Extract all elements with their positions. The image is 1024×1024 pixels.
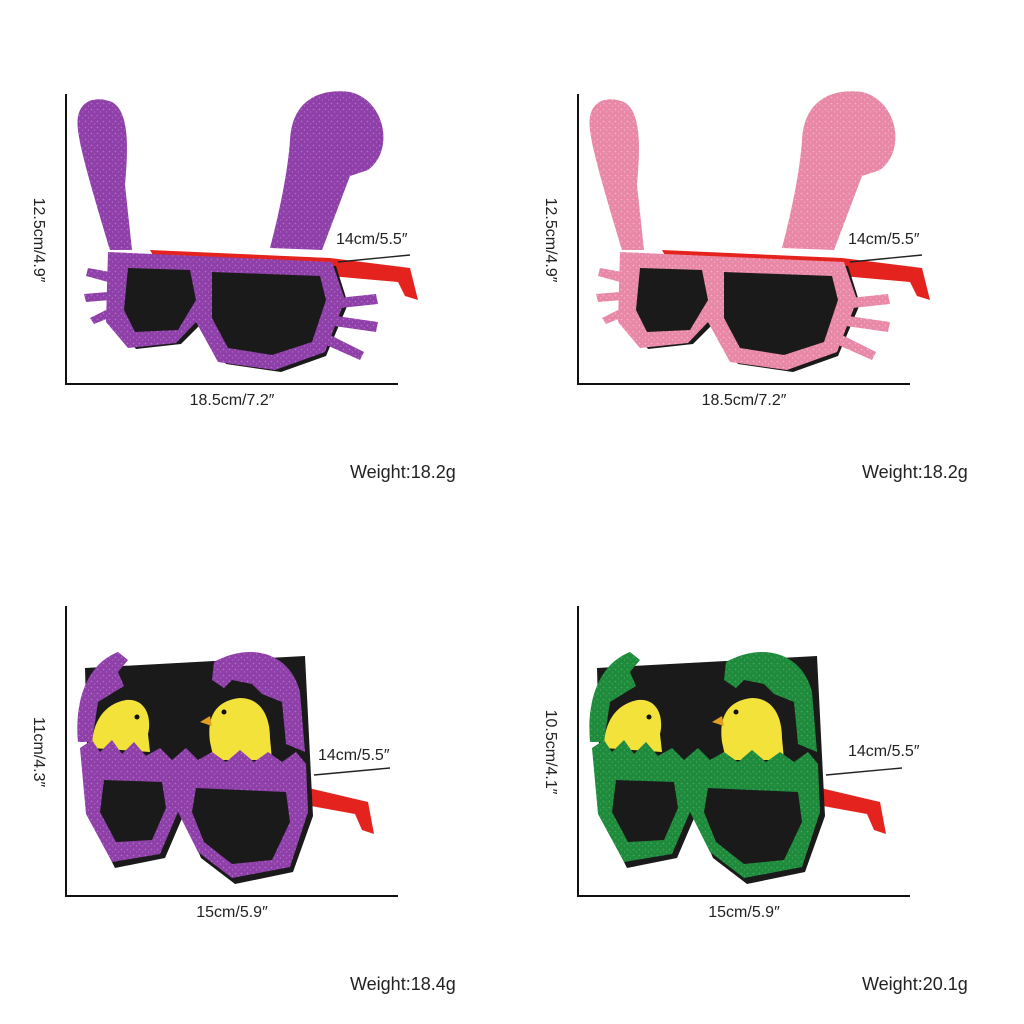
width-axis-line: [65, 383, 398, 385]
glasses-frame: [589, 91, 930, 372]
width-axis-line: [577, 383, 910, 385]
arm-length-label: 14cm/5.5″: [318, 747, 390, 764]
height-axis-line: [65, 94, 67, 385]
product-cell-2: 12.5cm/4.9″ 18.5cm/7.2″ 14cm/5.5″ Weight…: [512, 0, 1024, 512]
width-axis-line: [65, 895, 398, 897]
bunny-glasses-image: [77, 91, 418, 372]
arm-length-label: 14cm/5.5″: [848, 743, 920, 760]
weight-label: Weight:18.2g: [862, 462, 968, 482]
height-axis-line: [577, 94, 579, 385]
product-cell-3: 11cm/4.3″ 15cm/5.9″ 14cm/5.5″ Weight:18.…: [0, 512, 512, 1024]
width-dimension-label: 18.5cm/7.2″: [189, 392, 275, 409]
product-cell-4: 10.5cm/4.1″ 15cm/5.9″ 14cm/5.5″ Weight:2…: [512, 512, 1024, 1024]
height-axis-line: [65, 606, 67, 897]
arm-length-label: 14cm/5.5″: [336, 231, 408, 248]
weight-label: Weight:18.4g: [350, 974, 456, 994]
bunny-glasses-image: [589, 91, 930, 372]
arm-length-label: 14cm/5.5″: [848, 231, 920, 248]
chick-glasses-image: [77, 652, 391, 884]
glasses-frame: [77, 91, 418, 372]
product-cell-1: 12.5cm/4.9″ 18.5cm/7.2″ 14cm/5.5″ Weight…: [0, 0, 512, 512]
glasses-frame: [589, 652, 903, 884]
width-dimension-label: 15cm/5.9″: [196, 904, 268, 921]
chick-glasses-image: [589, 652, 903, 884]
height-axis-line: [577, 606, 579, 897]
width-axis-line: [577, 895, 910, 897]
glasses-frame: [77, 652, 391, 884]
width-dimension-label: 18.5cm/7.2″: [701, 392, 787, 409]
width-dimension-label: 15cm/5.9″: [708, 904, 780, 921]
chick-illustration: [92, 698, 272, 760]
weight-label: Weight:18.2g: [350, 462, 456, 482]
weight-label: Weight:20.1g: [862, 974, 968, 994]
chick-illustration: [604, 698, 784, 760]
